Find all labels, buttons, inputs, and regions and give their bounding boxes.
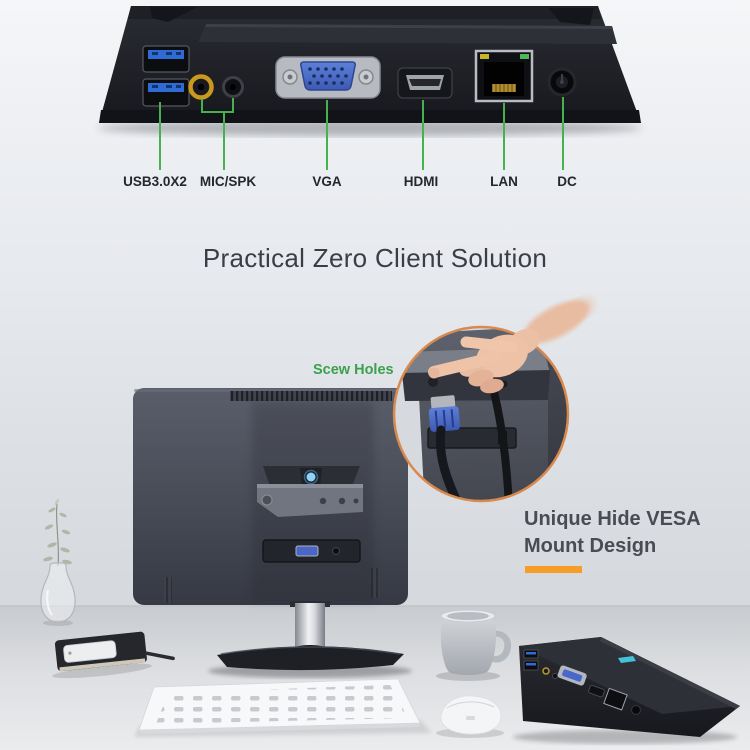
vga-port bbox=[275, 56, 381, 99]
panel-ridge bbox=[198, 24, 617, 44]
port-label-hdmi: HDMI bbox=[403, 174, 439, 189]
device-front-ports bbox=[523, 649, 642, 716]
monitor-top-vent bbox=[230, 391, 392, 401]
dc-jack bbox=[547, 67, 577, 97]
corner-notch-left bbox=[150, 7, 197, 22]
feature-accent-bar bbox=[525, 566, 582, 573]
vesa-mount bbox=[257, 466, 363, 517]
device-power-button bbox=[618, 656, 636, 663]
vesa-led bbox=[306, 472, 316, 482]
port-label-micspk: MIC/SPK bbox=[199, 174, 257, 189]
keyboard bbox=[134, 678, 432, 737]
port-label-lan: LAN bbox=[490, 174, 518, 189]
pointer-line-micspk bbox=[201, 98, 234, 170]
phone bbox=[63, 640, 117, 663]
lan-port bbox=[474, 49, 534, 103]
hdmi-port bbox=[397, 67, 453, 99]
feature-text: Unique Hide VESA Mount Design bbox=[524, 506, 701, 560]
pen bbox=[144, 651, 175, 661]
keyboard-keys bbox=[156, 685, 408, 724]
inset-ring bbox=[392, 325, 570, 503]
zero-client-device bbox=[513, 637, 740, 744]
inset-screw-hole bbox=[428, 377, 438, 387]
feature-line-2: Mount Design bbox=[524, 535, 657, 557]
panel-shadow bbox=[98, 120, 642, 136]
monitor-rear bbox=[133, 388, 412, 678]
corner-notch-right bbox=[548, 8, 594, 25]
monitor-port-recess bbox=[262, 539, 361, 563]
monitor-stand bbox=[208, 601, 412, 678]
inset-cable-2 bbox=[490, 388, 513, 501]
pointer-lines bbox=[159, 97, 564, 170]
spk-jack bbox=[222, 76, 244, 98]
inset-vga-connector bbox=[428, 395, 461, 432]
port-label-vga: VGA bbox=[312, 174, 342, 189]
mug bbox=[436, 609, 512, 681]
vase bbox=[40, 498, 76, 626]
inset-label: Scew Holes bbox=[313, 362, 394, 378]
mug-handle bbox=[490, 630, 512, 663]
zero-client-rear-panel bbox=[98, 6, 642, 136]
usb3-ports bbox=[142, 45, 190, 107]
plant-stem bbox=[55, 503, 60, 567]
hand-index-finger bbox=[428, 351, 503, 378]
hand-upper-finger bbox=[460, 336, 518, 353]
notebook bbox=[52, 631, 175, 679]
port-label-dc: DC bbox=[557, 174, 577, 189]
device-top-face bbox=[519, 637, 740, 714]
port-label-usb: USB3.0X2 bbox=[123, 174, 187, 189]
headline: Practical Zero Client Solution bbox=[202, 243, 548, 273]
mic-jack bbox=[188, 74, 214, 100]
hand-pointing bbox=[428, 297, 595, 394]
plant-leaves bbox=[43, 498, 72, 565]
feature-line-1: Unique Hide VESA bbox=[524, 508, 701, 530]
monitor-vga-port bbox=[295, 545, 319, 557]
mouse bbox=[436, 695, 504, 738]
monitor-dc-port bbox=[331, 546, 341, 556]
